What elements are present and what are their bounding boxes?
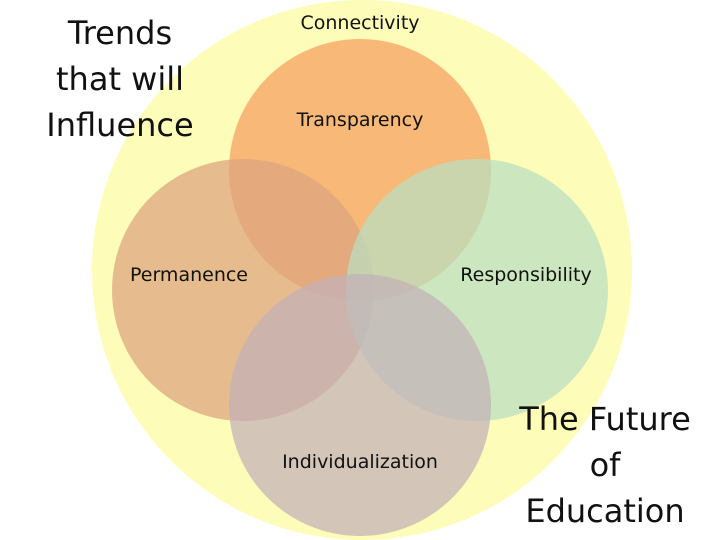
title-trends-that-will-influence: Trends that will Influence (20, 10, 220, 148)
label-individualization: Individualization (282, 451, 438, 473)
trend-circles (112, 39, 608, 536)
title-the-future-of-education: The Future of Education (505, 396, 705, 534)
label-permanence: Permanence (130, 264, 248, 286)
title-right-line: of (589, 446, 621, 484)
title-left-line: Influence (46, 106, 194, 144)
label-transparency: Transparency (296, 109, 424, 131)
title-left-line: Trends (67, 14, 173, 52)
title-right-line: The Future (519, 400, 691, 438)
title-left-line: that will (56, 60, 184, 98)
label-responsibility: Responsibility (460, 264, 591, 286)
circle-individualization (229, 274, 491, 536)
label-connectivity: Connectivity (300, 12, 419, 34)
title-right-line: Education (525, 492, 685, 530)
